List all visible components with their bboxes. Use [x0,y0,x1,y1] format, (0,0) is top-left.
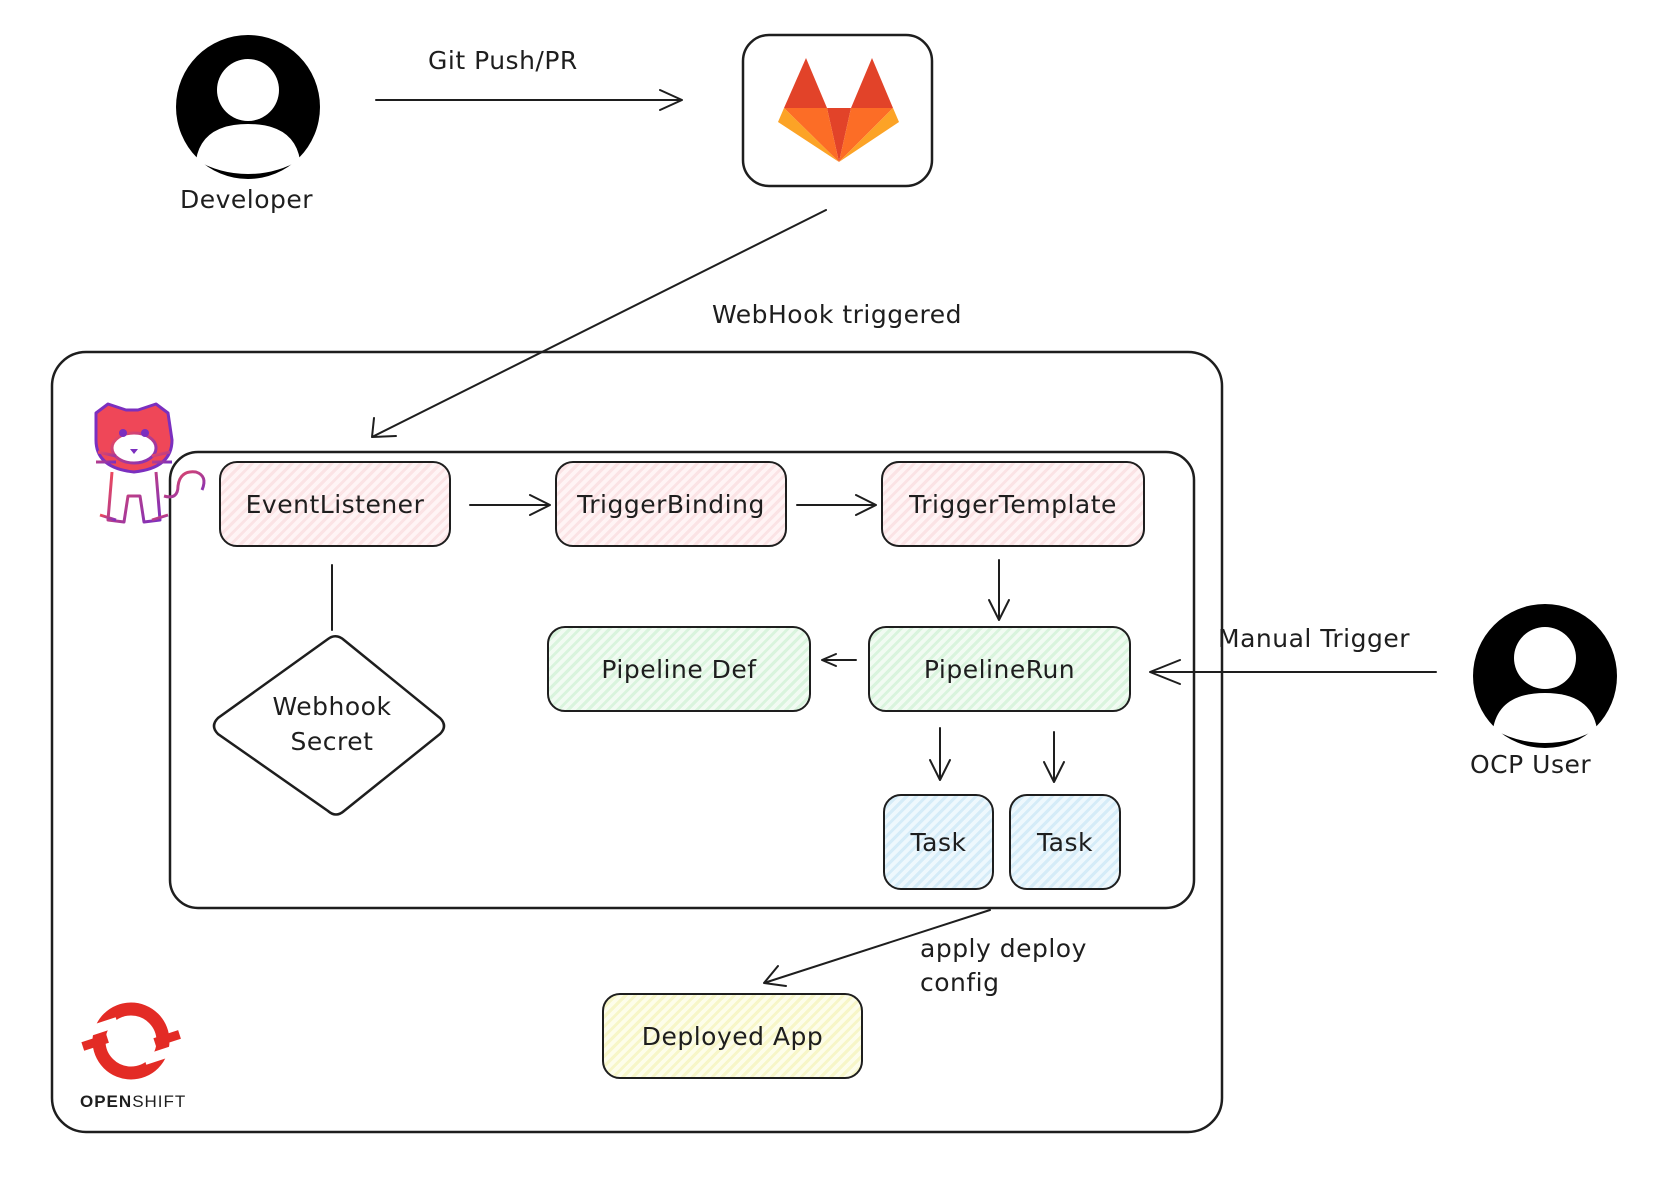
pr-to-pd-arrow [821,653,857,667]
openshift-wordmark-shift: SHIFT [132,1092,187,1111]
trigger-binding-node[interactable]: TriggerBinding [555,461,787,547]
trigger-template-node[interactable]: TriggerTemplate [881,461,1145,547]
apply-deploy-label-line1: apply deploy [920,934,1087,963]
el-to-tb-arrow [469,494,551,516]
openshift-wordmark-open: OPEN [80,1092,133,1111]
openshift-cluster-boundary [50,350,1224,1134]
tekton-cat-icon [94,402,206,524]
manual-trigger-label: Manual Trigger [1218,624,1411,653]
webhook-arrow [371,209,827,438]
tekton-boundary [168,450,1196,910]
pr-to-task2-arrow [1043,731,1065,783]
ocp-user-label: OCP User [1470,750,1592,779]
deploy-arrow [763,909,991,987]
developer-icon [176,35,320,179]
task-node-2[interactable]: Task [1009,794,1121,890]
developer-label: Developer [180,185,314,214]
event-listener-node[interactable]: EventListener [219,461,451,547]
ocp-user-icon [1473,604,1617,748]
pipeline-def-node[interactable]: Pipeline Def [547,626,811,712]
pipeline-run-node[interactable]: PipelineRun [868,626,1131,712]
tb-to-tt-arrow [796,494,877,516]
git-push-label: Git Push/PR [428,46,578,75]
webhook-secret-line2: Secret [290,727,374,756]
task-node-1[interactable]: Task [883,794,994,890]
tt-to-pr-arrow [988,559,1010,621]
webhook-secret-diamond [212,635,446,816]
gitlab-icon [778,58,899,162]
manual-trigger-arrow [1149,659,1437,685]
apply-deploy-label-line2: config [920,968,1000,997]
webhook-secret-line1: Webhook [272,692,392,721]
deployed-app-node[interactable]: Deployed App [602,993,863,1079]
webhook-triggered-label: WebHook triggered [712,300,962,329]
pr-to-task1-arrow [929,727,951,781]
openshift-wordmark: OPENSHIFT [80,1092,186,1112]
git-push-arrow [375,89,683,111]
webhook-secret-label: Webhook Secret [238,689,426,759]
openshift-icon [81,1002,181,1080]
